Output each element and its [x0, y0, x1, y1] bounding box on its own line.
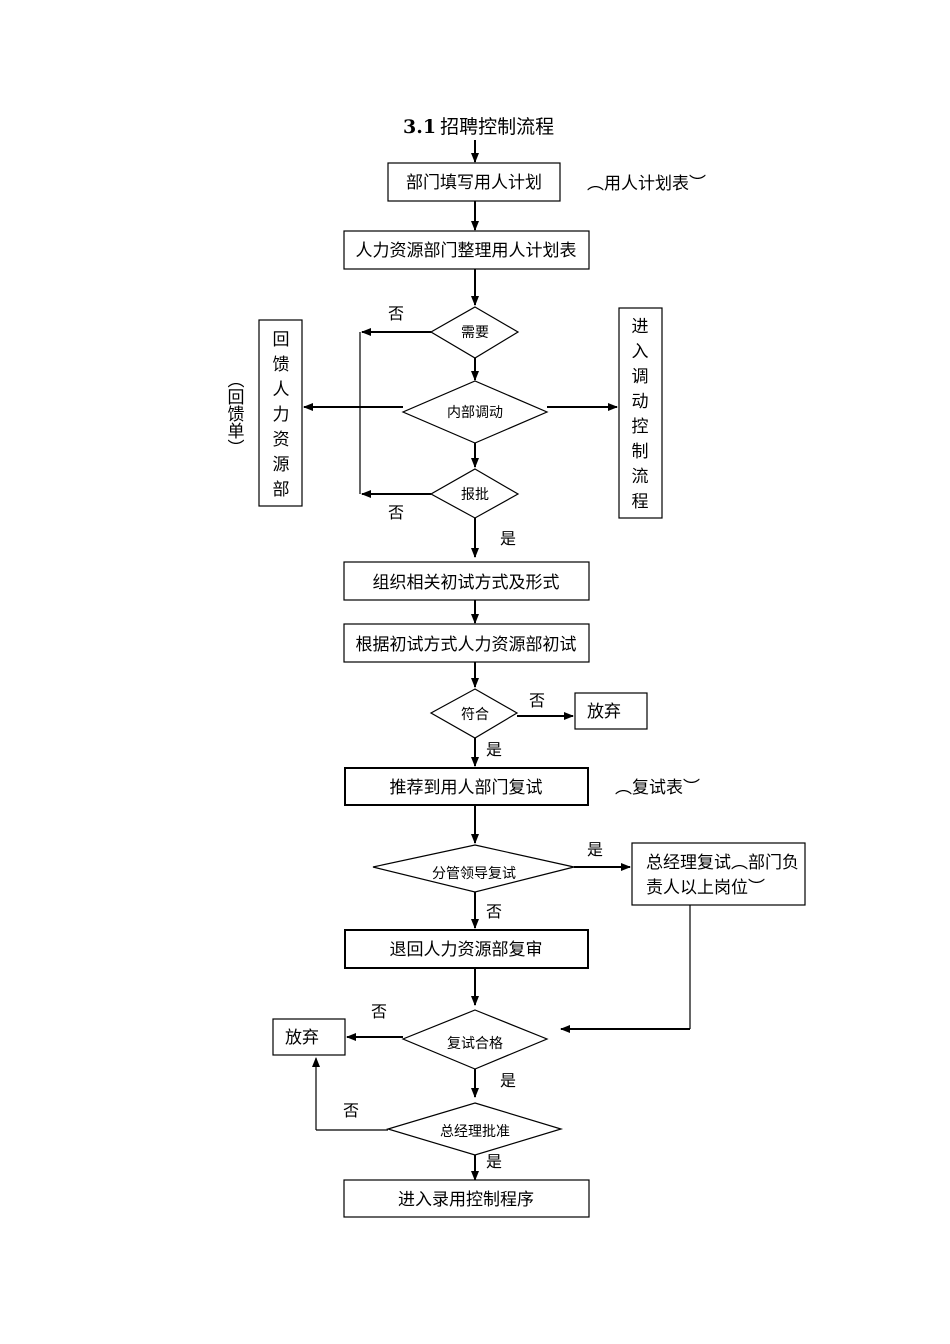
recommend-label: 推荐到用人部门复试 [390, 778, 543, 798]
organize-test-label: 组织相关初试方式及形式 [373, 573, 560, 593]
hire-process-label: 进入录用控制程序 [398, 1190, 534, 1210]
node-hire-process: 进入录用控制程序 [343, 1179, 590, 1218]
gm-approve-label: 总经理批准 [440, 1124, 510, 1140]
qualify-label: 符合 [461, 707, 489, 723]
node-recommend: 推荐到用人部门复试 [344, 767, 589, 806]
decision-internal-transfer: 内部调动 [401, 380, 549, 444]
node-transfer-process: 进入调动控制流程 [618, 307, 663, 519]
node-hr-organize: 人力资源部门整理用人计划表 [343, 230, 590, 270]
feedback-hr-label: 回馈人力资源部 [273, 330, 290, 500]
transfer-process-label: 进入调动控制流程 [632, 317, 649, 512]
abandon-1-label: 放弃 [587, 702, 621, 722]
dept-fill-label: 部门填写用人计划 [406, 173, 542, 193]
retest-pass-label: 复试合格 [447, 1035, 503, 1052]
node-gm-retest: 总经理复试︵部门负 责人以上岗位︶ [631, 842, 806, 906]
return-hr-label: 退回人力资源部复审 [390, 940, 543, 960]
edge-label-gm-no: 否 [343, 1101, 359, 1120]
edge-label-approval-yes: 是 [500, 529, 516, 548]
node-feedback-hr: 回馈人力资源部 [258, 319, 303, 507]
decision-need: 需要 [429, 306, 520, 359]
retest-form-annotation: ︵复试表︶ [615, 778, 700, 798]
title-number: 3.1 [403, 116, 436, 138]
internal-transfer-label: 内部调动 [447, 405, 503, 421]
edge-label-qualify-yes: 是 [486, 740, 502, 759]
node-dept-fill: 部门填写用人计划 [387, 162, 561, 202]
edge-label-leader-no: 否 [486, 902, 502, 921]
edge-labels: 否 否 是 否 是 是 否 否 是 否 是 [343, 304, 603, 1171]
node-abandon-1: 放弃 [574, 692, 648, 730]
need-label: 需要 [461, 325, 489, 341]
node-hr-first-test: 根据初试方式人力资源部初试 [343, 623, 590, 663]
decision-leader-retest: 分管领导复试 [372, 844, 575, 893]
edge-label-leader-yes: 是 [587, 840, 603, 859]
gm-retest-label-line2: 责人以上岗位︶ [646, 878, 765, 898]
edge-label-approval-no: 否 [388, 503, 404, 522]
abandon-2-label: 放弃 [285, 1028, 319, 1048]
edge-label-gm-yes: 是 [486, 1152, 502, 1171]
node-organize-test: 组织相关初试方式及形式 [343, 561, 590, 601]
decision-retest-pass: 复试合格 [401, 1009, 549, 1070]
decision-gm-approve: 总经理批准 [385, 1102, 564, 1156]
decision-qualify: 符合 [429, 688, 519, 739]
hr-organize-label: 人力资源部门整理用人计划表 [356, 241, 577, 261]
leader-retest-label: 分管领导复试 [432, 865, 516, 882]
edge-label-qualify-no: 否 [529, 691, 545, 710]
hr-first-test-label: 根据初试方式人力资源部初试 [356, 635, 577, 655]
gm-retest-label-line1: 总经理复试︵部门负 [646, 853, 799, 873]
approval-label: 报批 [461, 487, 489, 503]
edge-label-need-no: 否 [388, 304, 404, 323]
feedback-form-annotation: ︵回馈单︶ [228, 371, 245, 459]
node-return-hr: 退回人力资源部复审 [344, 929, 589, 969]
plan-form-annotation: ︵用人计划表︶ [587, 174, 706, 194]
edge-label-retest-no: 否 [371, 1002, 387, 1021]
title-text: 招聘控制流程 [440, 116, 554, 138]
edge-label-retest-yes: 是 [500, 1071, 516, 1090]
connectors [303, 140, 691, 1181]
decision-approval: 报批 [429, 468, 520, 519]
node-abandon-2: 放弃 [272, 1018, 346, 1056]
